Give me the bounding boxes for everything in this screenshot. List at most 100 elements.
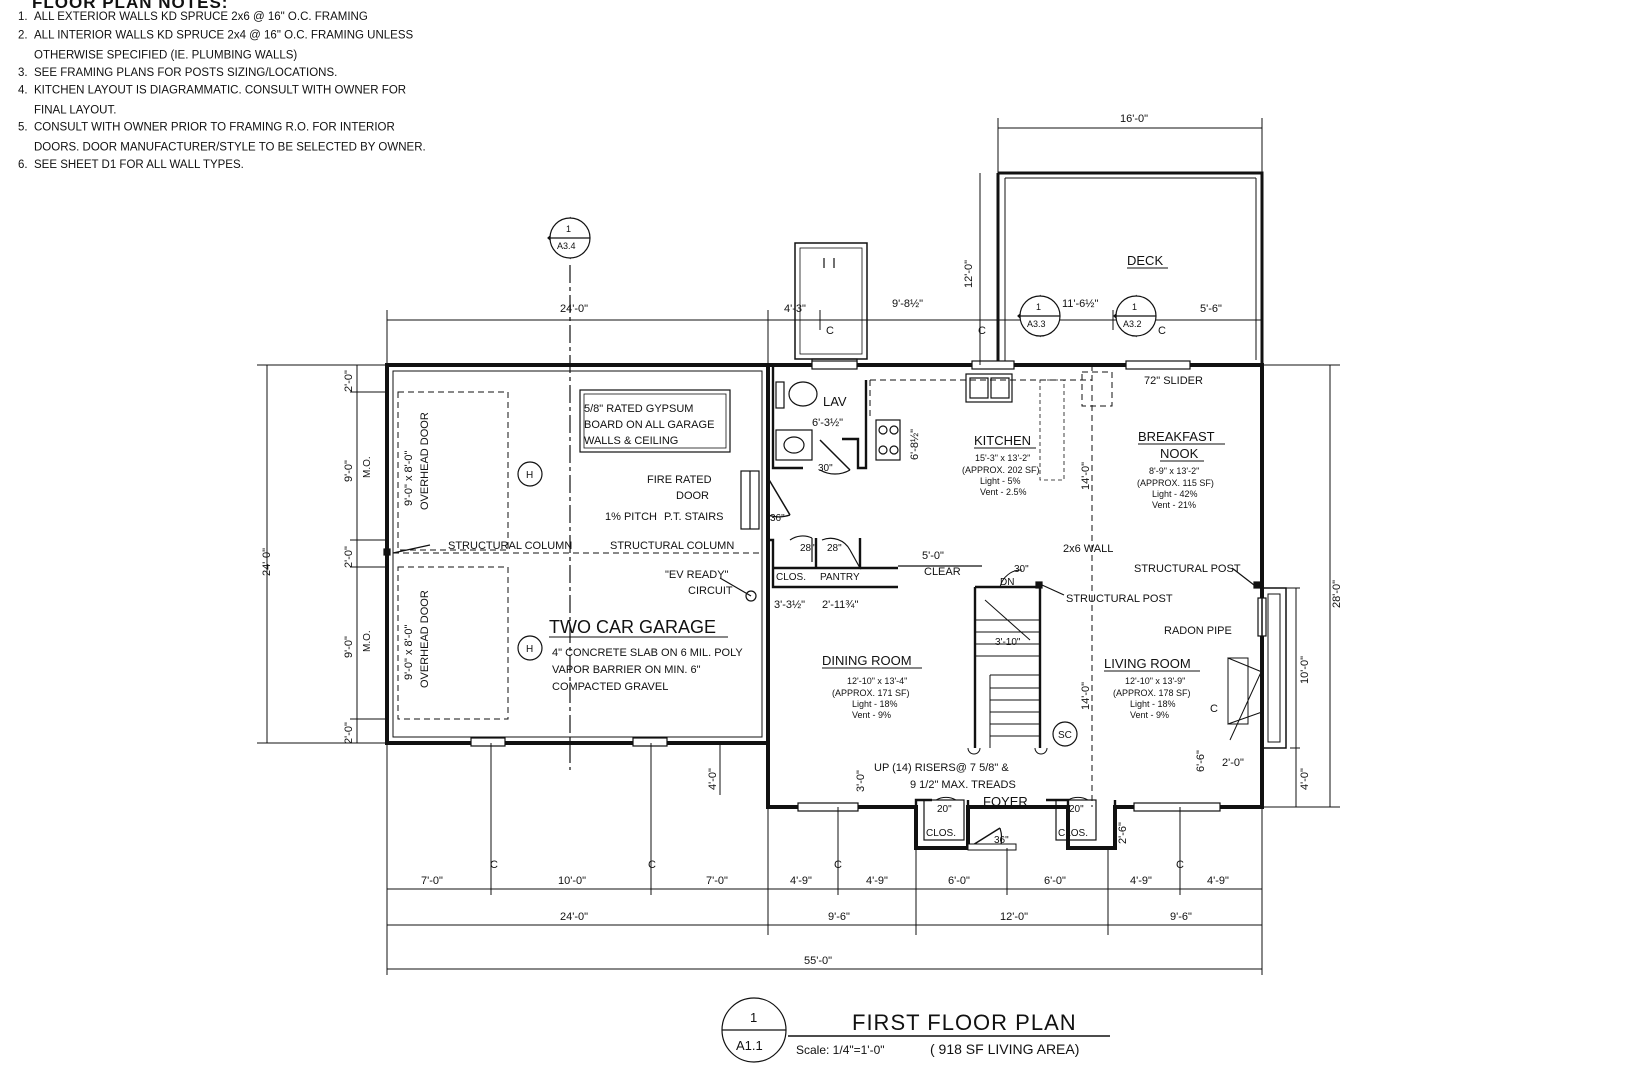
stair-down-label: DN — [1000, 577, 1014, 588]
living-name: LIVING ROOM — [1104, 656, 1191, 671]
section-num: 1 — [1132, 302, 1137, 312]
dining-light: Light - 18% — [852, 699, 898, 709]
dim-2-fireplace: 2'-0" — [1222, 757, 1244, 769]
dim-4-9: 4'-9" — [1207, 875, 1229, 887]
centerline-mark: C — [978, 325, 986, 337]
gypsum-note-3: WALLS & CEILING — [584, 435, 678, 447]
structural-column-label: STRUCTURAL COLUMN — [448, 540, 572, 552]
fire-door-label: DOOR — [676, 490, 709, 502]
dim-24-bottom: 24'-0" — [560, 911, 588, 923]
dim-12-deck: 12'-0" — [963, 260, 975, 288]
mo-label: M.O. — [362, 456, 373, 478]
garage-windows — [470, 737, 668, 747]
dim-3: 3'-0" — [855, 770, 867, 792]
ev-circuit-label: CIRCUIT — [688, 585, 733, 597]
dim-12: 12'-0" — [1000, 911, 1028, 923]
nook-light: Light - 42% — [1152, 489, 1198, 499]
slider-label: 72" SLIDER — [1144, 375, 1203, 387]
closet-label: CLOS. — [1058, 828, 1088, 839]
door-width: 28" — [800, 543, 815, 554]
dim-4: 4'-0" — [707, 768, 719, 790]
section-num: 1 — [1036, 302, 1041, 312]
dim-4-right: 4'-0" — [1299, 768, 1311, 790]
deck-label: DECK — [1127, 253, 1163, 268]
dim-9-6: 9'-6" — [1170, 911, 1192, 923]
dim-4-9: 4'-9" — [866, 875, 888, 887]
note-5: 5.CONSULT WITH OWNER PRIOR TO FRAMING R.… — [18, 121, 426, 154]
note-6: 6.SEE SHEET D1 FOR ALL WALL TYPES. — [18, 158, 244, 172]
kitchen-light: Light - 5% — [980, 476, 1021, 486]
treads-note: 9 1/2" MAX. TREADS — [910, 779, 1016, 791]
centerline-mark: C — [648, 859, 656, 871]
heater-label: H — [526, 644, 533, 655]
dim-6-6: 6'-6" — [1195, 750, 1207, 772]
centerline-mark: C — [490, 859, 498, 871]
overhead-door-label: OVERHEAD DOOR — [419, 412, 431, 510]
dim-10-bottom: 10'-0" — [558, 875, 586, 887]
dim-2: 2'-0" — [343, 546, 355, 568]
mo-label: M.O. — [362, 630, 373, 652]
drawing-scale: Scale: 1/4"=1'-0" — [796, 1043, 885, 1057]
dim-4-9: 4'-9" — [1130, 875, 1152, 887]
kitchen-size: 15'-3" x 13'-2" — [975, 453, 1030, 463]
drawing-title: FIRST FLOOR PLAN — [852, 1010, 1077, 1035]
wall-2x6-label: 2x6 WALL — [1063, 543, 1113, 555]
closet-label: CLOS. — [926, 828, 956, 839]
sc-label: SC — [1058, 730, 1072, 741]
dining-vent: Vent - 9% — [852, 710, 891, 720]
dim-7: 7'-0" — [706, 875, 728, 887]
section-num: 1 — [566, 224, 571, 234]
living-vent: Vent - 9% — [1130, 710, 1169, 720]
floor-plan-notes: FLOOR PLAN NOTES: 1.ALL EXTERIOR WALLS K… — [18, 0, 438, 175]
note-1: 1.ALL EXTERIOR WALLS KD SPRUCE 2x6 @ 16"… — [18, 10, 368, 24]
centerline-mark: C — [1210, 703, 1218, 715]
gypsum-note-2: BOARD ON ALL GARAGE — [584, 419, 714, 431]
dim-2-6: 2'-6" — [1117, 822, 1129, 844]
dim-5-6: 5'-6" — [1200, 303, 1222, 315]
door-width: 28" — [827, 543, 842, 554]
overhead-door-label: OVERHEAD DOOR — [419, 590, 431, 688]
dim-28: 28'-0" — [1331, 580, 1343, 608]
garage-inner-wall — [392, 370, 763, 738]
dim-9: 9'-0" — [343, 636, 355, 658]
sheet-number: A1.1 — [736, 1038, 763, 1053]
dining-size: 12'-10" x 13'-4" — [847, 676, 907, 686]
structural-column-label: STRUCTURAL COLUMN — [610, 540, 734, 552]
heater-label: H — [526, 470, 533, 481]
dim-5: 5'-0" — [922, 550, 944, 562]
closet-label: CLOS. — [776, 572, 806, 583]
dim-55: 55'-0" — [804, 955, 832, 967]
section-ref: A3.2 — [1123, 319, 1142, 329]
door-width: 30" — [818, 463, 833, 474]
structural-post-label: STRUCTURAL POST — [1134, 563, 1241, 575]
living-light: Light - 18% — [1130, 699, 1176, 709]
centerline-mark: C — [834, 859, 842, 871]
risers-note: UP (14) RISERS@ 7 5/8" & — [874, 762, 1009, 774]
note-2: 2.ALL INTERIOR WALLS KD SPRUCE 2x4 @ 16"… — [18, 28, 414, 61]
dim-24-top: 24'-0" — [560, 303, 588, 315]
dim-3-3: 3'-3½" — [774, 599, 805, 611]
gypsum-note-1: 5/8" RATED GYPSUM — [584, 403, 693, 415]
notes-title: FLOOR PLAN NOTES: — [32, 0, 438, 8]
kitchen-vent: Vent - 2.5% — [980, 487, 1027, 497]
dim-10: 10'-0" — [1299, 656, 1311, 684]
living-area: (APPROX. 178 SF) — [1113, 688, 1191, 698]
door-width: 30" — [1014, 564, 1029, 575]
stairs — [967, 569, 1048, 755]
pantry-label: PANTRY — [820, 572, 860, 583]
dim-14-kitchen: 14'-0" — [1080, 462, 1092, 490]
kitchen-area: (APPROX. 202 SF) — [962, 465, 1040, 475]
dim-2-11: 2'-11¾" — [822, 599, 858, 611]
pt-stairs-label: P.T. STAIRS — [664, 511, 724, 523]
radon-pipe-label: RADON PIPE — [1164, 625, 1232, 637]
clear-label: CLEAR — [924, 566, 961, 578]
garage-note-2: VAPOR BARRIER ON MIN. 6" — [552, 664, 701, 676]
centerline-mark: C — [1158, 325, 1166, 337]
dim-6: 6'-0" — [948, 875, 970, 887]
living-size: 12'-10" x 13'-9" — [1125, 676, 1185, 686]
door-width: 20" — [1069, 804, 1084, 815]
dim-7: 7'-0" — [421, 875, 443, 887]
nook-name: NOOK — [1160, 446, 1199, 461]
dim-9-8: 9'-8½" — [892, 298, 923, 310]
overhead-door-size: 9'-0" x 8'-0" — [403, 450, 415, 506]
